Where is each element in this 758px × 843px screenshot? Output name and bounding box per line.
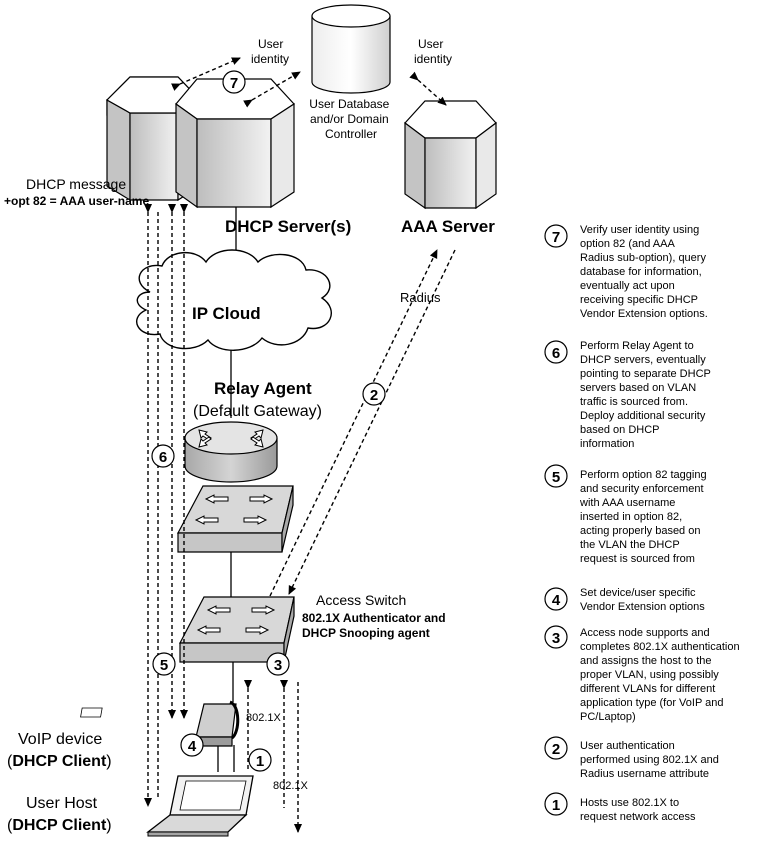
badge-2: 2 — [362, 382, 386, 406]
svg-text:3: 3 — [274, 657, 282, 674]
svg-text:1: 1 — [552, 797, 560, 814]
relay-agent-label: Relay Agent — [214, 379, 312, 398]
svg-text:Set device/user specific: Set device/user specific Vendor Extensio… — [580, 587, 705, 613]
dhcp-message-label: DHCP message — [26, 176, 126, 192]
badge-4: 4 — [180, 733, 204, 757]
opt82-label: +opt 82 = AAA user-name — [4, 194, 149, 208]
badge-3: 3 — [266, 652, 290, 676]
host-client-label: (DHCP Client) — [7, 817, 112, 834]
aaa-server-icon — [404, 100, 497, 210]
access-switch-label: Access Switch — [316, 592, 406, 608]
svg-text:5: 5 — [552, 469, 560, 486]
snooping-label: DHCP Snooping agent — [302, 626, 430, 640]
dhcp-server-2-icon — [175, 78, 295, 209]
svg-text:User authentication pe: User authentication performed using 802.… — [580, 740, 722, 780]
svg-text:1: 1 — [256, 753, 264, 770]
ip-cloud-label: IP Cloud — [192, 304, 261, 323]
legend-item-2: 2 User authentication performed using 80… — [544, 736, 722, 780]
svg-text:6: 6 — [159, 449, 167, 466]
svg-text:Perform option 82 tagging: Perform option 82 tagging and security e… — [579, 469, 710, 565]
svg-text:4: 4 — [188, 738, 197, 755]
dhcp-servers-label: DHCP Server(s) — [225, 217, 351, 236]
badge-6: 6 — [151, 444, 175, 468]
user-identity-right-label: User identity — [414, 37, 452, 66]
access-switch-icon — [179, 596, 295, 663]
svg-text:7: 7 — [230, 75, 238, 92]
legend-item-4: 4 Set device/user specific Vendor Extens… — [544, 587, 705, 613]
user-identity-left-label: User identity — [251, 37, 289, 66]
ip-phone-icon — [80, 700, 240, 747]
router-icon — [184, 421, 278, 483]
legend-item-5: 5 Perform option 82 tagging and security… — [544, 464, 710, 565]
user-host-label: User Host — [26, 795, 98, 812]
user-database-icon — [311, 4, 391, 94]
legend-item-1: 1 Hosts use 802.1X to request network ac… — [544, 792, 696, 823]
svg-text:Access node supports and: Access node supports and completes 802.1… — [580, 627, 743, 723]
voip-device-label: VoIP device — [18, 731, 102, 748]
user-database-label: User Database and/or Domain Controller — [309, 97, 392, 141]
radius-label: Radius — [400, 290, 441, 305]
badge-7: 7 — [222, 70, 246, 94]
identity-arrows — [171, 57, 447, 108]
badge-5: 5 — [152, 652, 176, 676]
svg-text:Hosts use 802.1X to re: Hosts use 802.1X to request network acce… — [580, 797, 696, 823]
dot1x-label-b: 802.1X — [273, 780, 309, 792]
legend: 7 Verify user identity using option 82 (… — [544, 224, 743, 823]
svg-text:Verify user identity using: Verify user identity using option 82 (an… — [580, 224, 709, 320]
dhcp-flow-arrows — [144, 204, 188, 807]
laptop-icon — [146, 775, 254, 837]
svg-text:7: 7 — [552, 229, 560, 246]
radius-flow-arrows — [269, 249, 456, 597]
aaa-server-label: AAA Server — [401, 217, 495, 236]
badge-1: 1 — [248, 748, 272, 772]
svg-text:2: 2 — [370, 387, 378, 404]
svg-text:2: 2 — [552, 741, 560, 758]
distribution-switch-icon — [177, 485, 294, 553]
legend-item-6: 6 Perform Relay Agent to DHCP servers, e… — [544, 340, 714, 450]
svg-text:4: 4 — [552, 592, 561, 609]
ip-cloud-icon — [136, 249, 332, 351]
svg-text:6: 6 — [552, 345, 560, 362]
legend-item-3: 3 Access node supports and completes 802… — [544, 625, 743, 723]
legend-item-7: 7 Verify user identity using option 82 (… — [544, 224, 709, 320]
authenticator-label: 802.1X Authenticator and — [302, 611, 446, 625]
svg-text:3: 3 — [552, 630, 560, 647]
dot1x-flow-arrows — [244, 680, 302, 833]
svg-text:Perform Relay Agent to: Perform Relay Agent to DHCP servers, eve… — [580, 340, 714, 450]
svg-text:5: 5 — [160, 657, 168, 674]
dot1x-label-a: 802.1X — [246, 712, 282, 724]
voip-client-label: (DHCP Client) — [7, 753, 112, 770]
default-gateway-label: (Default Gateway) — [193, 403, 322, 420]
